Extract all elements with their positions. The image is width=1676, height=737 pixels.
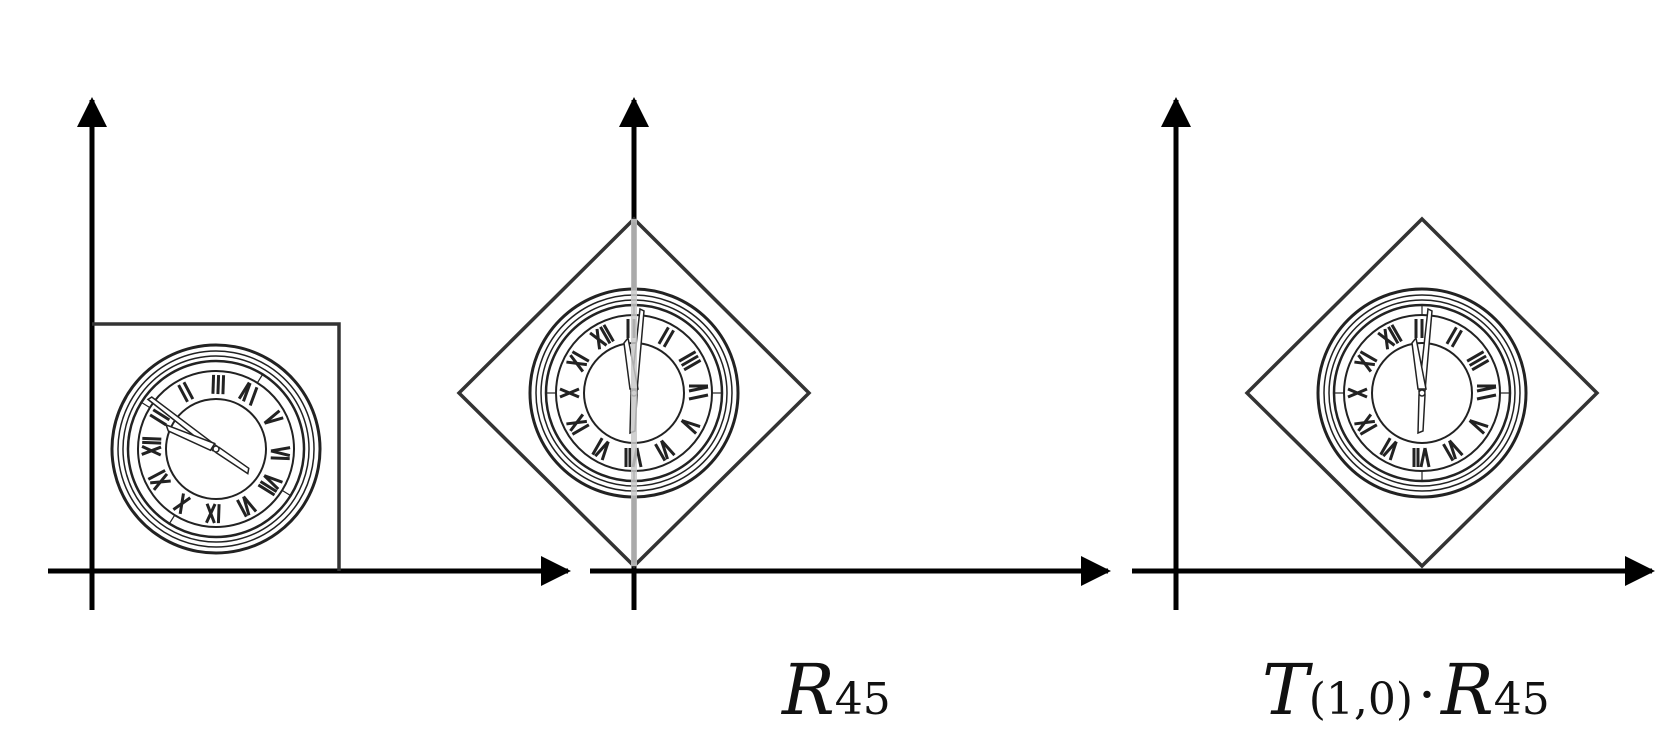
caption-rotation: R45: [782, 655, 891, 725]
symbol-r: R: [1441, 649, 1494, 731]
panel-translated-rotated: [1132, 97, 1655, 610]
subscript-1-0: (1,0): [1308, 674, 1414, 725]
subscript-45: 45: [834, 674, 891, 725]
operator-dot: ·: [1418, 663, 1436, 728]
caption-translation-rotation: T(1,0) · R45: [1262, 655, 1550, 725]
panel-original: [48, 97, 571, 610]
clock-face: [71, 304, 361, 594]
symbol-t: T: [1262, 649, 1309, 731]
diamond-frame: [1244, 216, 1600, 569]
square-frame: [92, 322, 341, 571]
clock-face: [1316, 287, 1528, 499]
panel-rotated: [456, 97, 1111, 610]
subscript-45: 45: [1493, 674, 1550, 725]
symbol-r: R: [782, 649, 835, 731]
